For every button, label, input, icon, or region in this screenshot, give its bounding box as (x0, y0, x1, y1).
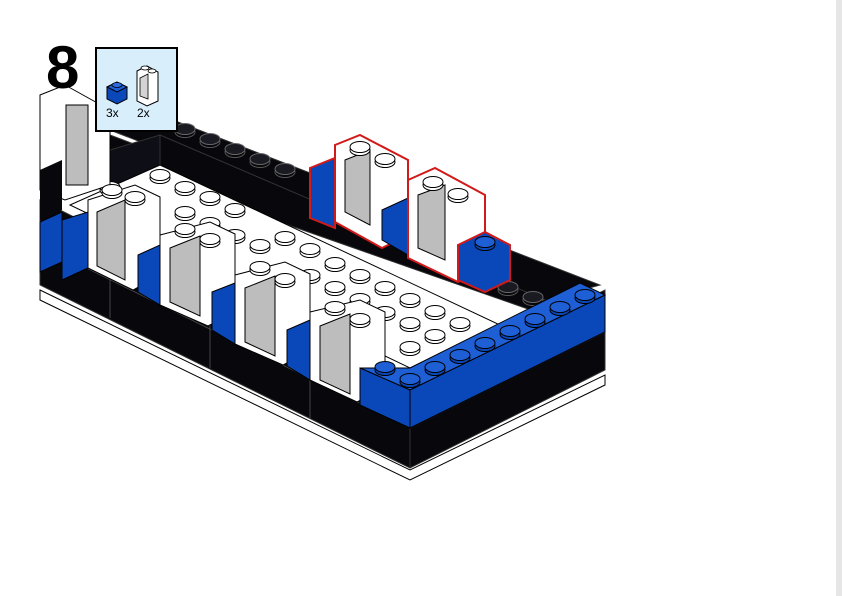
new-parts-back-windows (309, 133, 511, 294)
part-quantity-blue-brick: 3x (106, 106, 119, 120)
white-base-plate (39, 289, 606, 481)
blue-1x1-brick-icon (105, 81, 129, 105)
parts-list-icons (105, 65, 159, 107)
step-number: 8 (46, 34, 79, 101)
blue-right-wall (359, 282, 607, 429)
part-quantity-window-frame: 2x (137, 106, 150, 120)
white-window-frame-icon (136, 65, 159, 107)
parts-list-callout: 3x 2x (95, 47, 178, 132)
page-edge (836, 0, 842, 596)
